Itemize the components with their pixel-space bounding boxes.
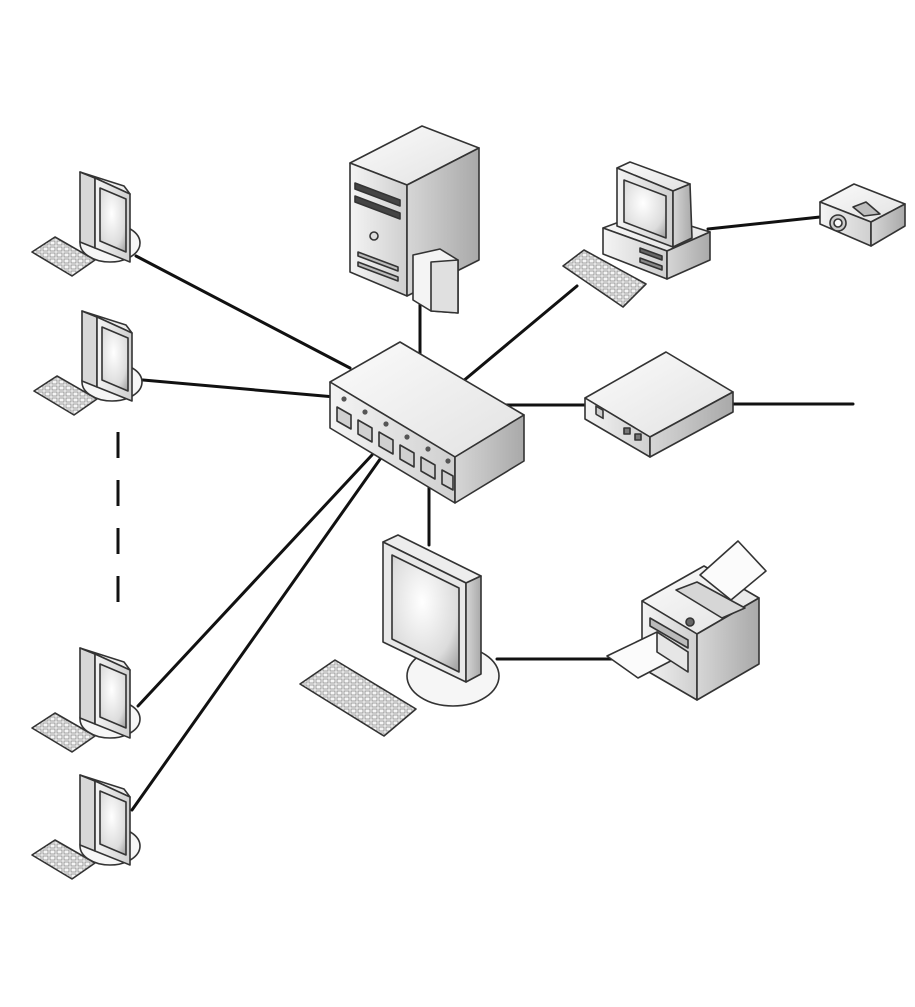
link-projector — [706, 215, 822, 231]
link-workstation-1 — [134, 254, 352, 370]
laser-printer-icon — [606, 540, 767, 701]
projector-icon — [819, 183, 906, 247]
link-desktop — [460, 284, 579, 384]
modem-icon — [584, 351, 734, 458]
switch-ports — [336, 406, 454, 491]
large-monitor-workstation-icon — [299, 534, 500, 737]
workstation-4-icon — [31, 774, 141, 880]
server-tower-icon — [349, 125, 480, 314]
switch-status-lights — [341, 396, 451, 464]
network-switch-icon — [329, 341, 525, 504]
link-workstation-2 — [141, 378, 337, 399]
desktop-computer-icon — [562, 161, 711, 308]
workstation-1-icon — [31, 171, 141, 277]
link-workstation-4 — [130, 453, 385, 812]
connection-lines — [116, 215, 855, 812]
workstation-3-icon — [31, 647, 141, 753]
workstation-2-icon — [33, 310, 143, 416]
link-workstation-3 — [136, 453, 374, 708]
